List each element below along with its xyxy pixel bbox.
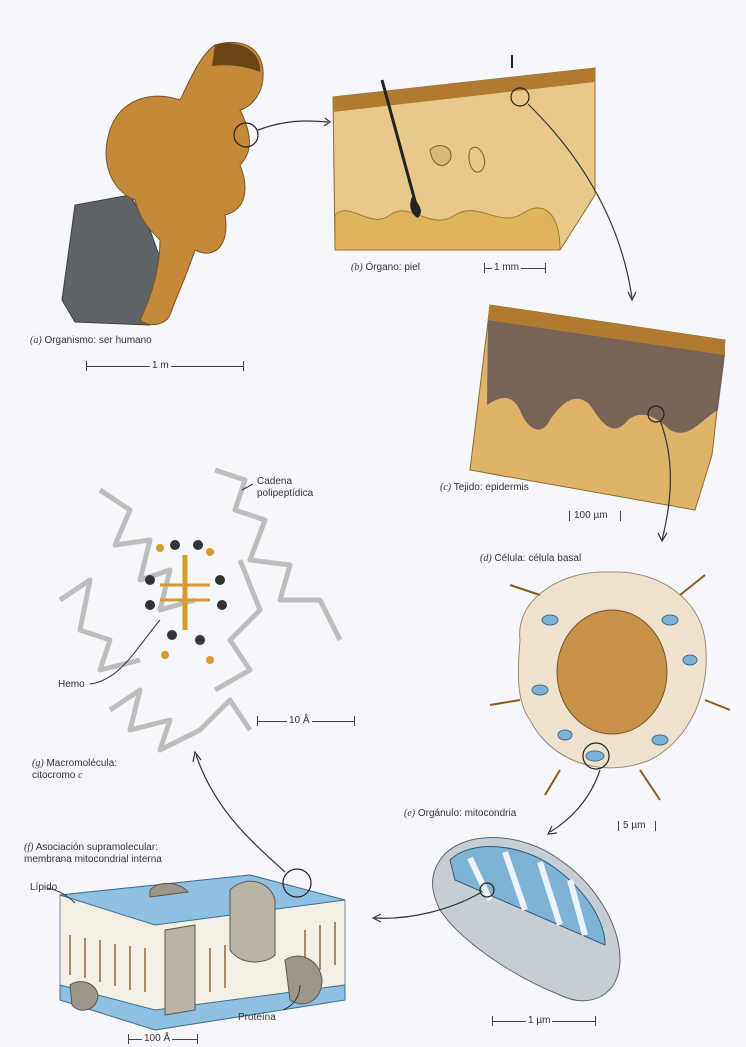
scale-bar-b: 1 mm	[484, 262, 546, 274]
membrane-illustration	[60, 869, 345, 1030]
heme-group-illustration	[145, 540, 227, 664]
label-d: (d) Célula: célula basal	[480, 553, 581, 565]
epidermis-tissue-illustration	[470, 305, 725, 510]
label-lipido: Lípido	[30, 882, 57, 894]
scale-bar-a: 1 m	[86, 360, 244, 372]
cytochrome-ribbon-illustration	[60, 470, 340, 750]
scale-bar-e: 1 µm	[492, 1015, 596, 1027]
label-b: (b) Órgano: piel	[351, 262, 420, 274]
scale-bar-f: 100 Å	[128, 1033, 198, 1045]
label-a: (a) Organismo: ser humano	[30, 335, 152, 347]
skin-organ-illustration	[333, 55, 595, 250]
basal-cell-illustration	[490, 572, 730, 800]
label-c: (c) Tejido: epidermis	[440, 482, 529, 494]
label-e: (e) Orgánulo: mitocondria	[404, 808, 516, 820]
thinker-statue-illustration	[62, 42, 263, 325]
scale-bar-d: 5 µm	[618, 820, 656, 832]
label-hemo: Hemo	[58, 679, 85, 691]
mitochondrion-illustration	[433, 838, 621, 1001]
scale-bar-g: 10 Å	[257, 715, 355, 727]
label-proteina: Proteína	[238, 1012, 276, 1024]
label-f: (f) Asociación supramolecular: membrana …	[24, 842, 162, 866]
scale-bar-c: 100 µm	[569, 510, 621, 522]
label-g: (g) Macromolécula: citocromo c	[32, 758, 117, 782]
